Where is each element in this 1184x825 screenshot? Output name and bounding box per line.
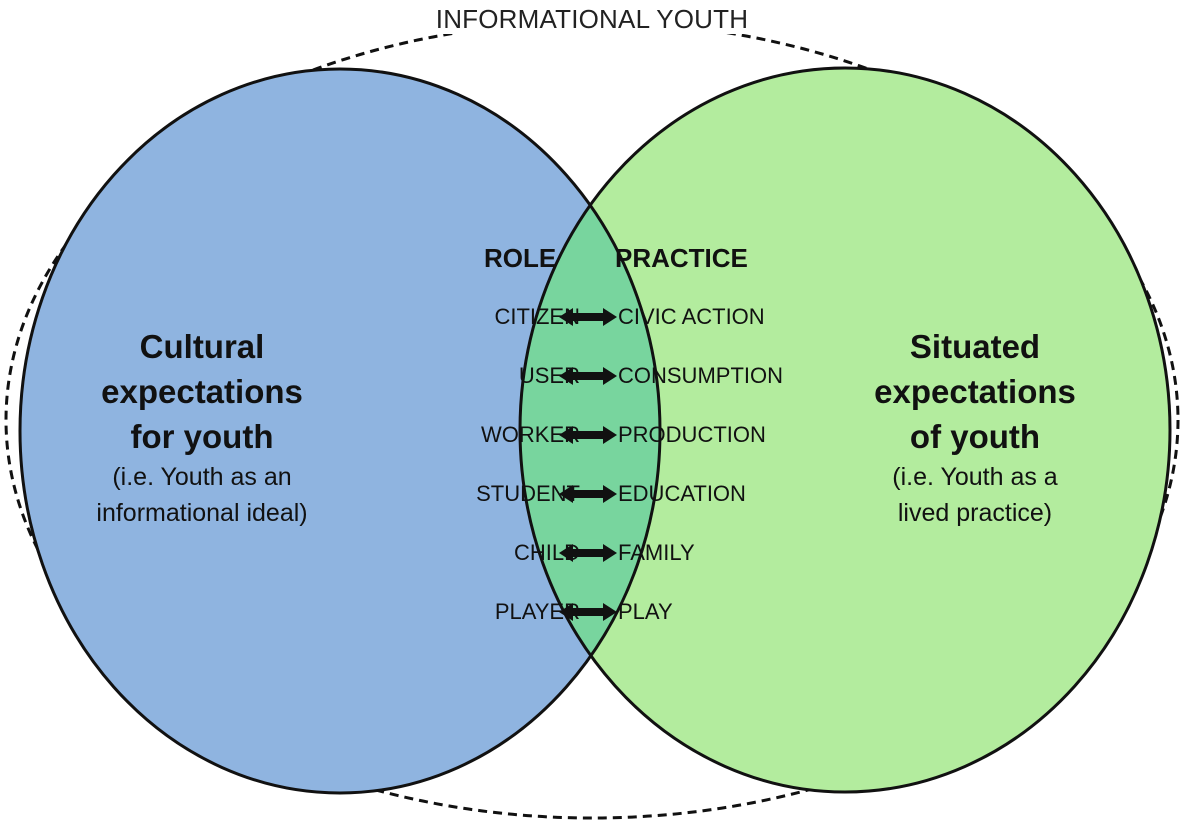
cultural-expectations-heading: Cultural expectations for youth [101, 328, 303, 455]
practice-label: FAMILY [618, 540, 695, 565]
role-practice-pair: CITIZEN CIVIC ACTION [380, 302, 820, 332]
role-practice-pair: WORKER PRODUCTION [380, 420, 820, 450]
role-practice-pair: CHILD FAMILY [380, 538, 820, 568]
situated-expectations-subtitle: (i.e. Youth as a lived practice) [892, 463, 1058, 527]
cultural-expectations-circle [20, 69, 660, 793]
double-headed-arrow-icon [559, 367, 617, 385]
practice-label: CONSUMPTION [618, 363, 783, 388]
diagram-title: INFORMATIONAL YOUTH [0, 4, 1184, 35]
double-headed-arrow-icon [559, 603, 617, 621]
role-column-header: ROLE [484, 243, 557, 273]
role-practice-pair: USER CONSUMPTION [380, 361, 820, 391]
cultural-expectations-block: Cultural expectations for youth (i.e. Yo… [62, 324, 342, 531]
practice-label: PLAY [618, 599, 673, 624]
role-practice-pair: PLAYER PLAY [380, 597, 820, 627]
situated-expectations-heading: Situated expectations of youth [874, 328, 1076, 455]
informational-youth-boundary [4, 20, 1180, 820]
situated-expectations-circle [520, 68, 1170, 792]
cultural-expectations-subtitle: (i.e. Youth as an informational ideal) [96, 463, 308, 527]
cultural-expectations-outline [18, 67, 662, 795]
double-headed-arrow-icon [559, 426, 617, 444]
practice-label: CIVIC ACTION [618, 304, 765, 329]
double-headed-arrow-icon [559, 485, 617, 503]
situated-expectations-block: Situated expectations of youth (i.e. You… [840, 324, 1110, 531]
role-practice-pair: STUDENT EDUCATION [380, 479, 820, 509]
practice-label: PRODUCTION [618, 422, 766, 447]
practice-label: EDUCATION [618, 481, 746, 506]
double-headed-arrow-icon [559, 308, 617, 326]
situated-expectations-outline [518, 66, 1172, 794]
double-headed-arrow-icon [559, 544, 617, 562]
practice-column-header: PRACTICE [615, 243, 748, 273]
